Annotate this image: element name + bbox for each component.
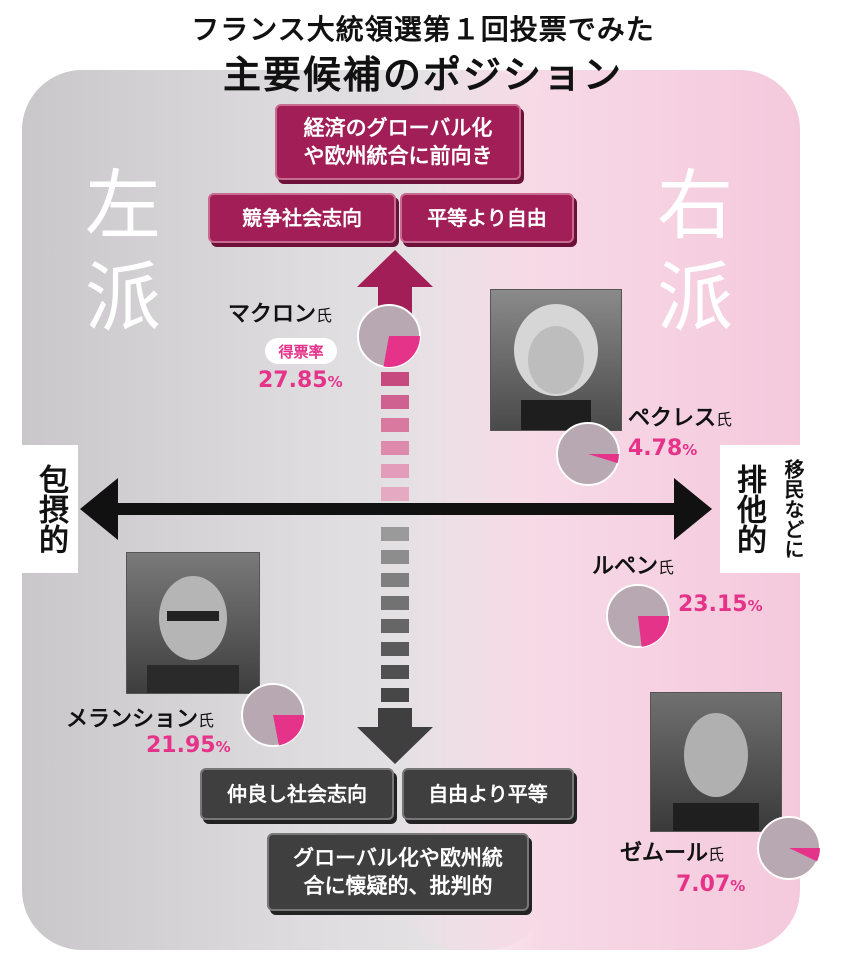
- bottom-right-box: 自由より平等: [402, 768, 574, 820]
- zemmour-share: 7.07%: [676, 872, 746, 897]
- bottom-main-box: グローバル化や欧州統合に懐疑的、批判的: [267, 833, 529, 911]
- pie-slice-vote-share: [638, 616, 669, 647]
- top-right-box: 平等より自由: [400, 193, 574, 243]
- pecresse-photo: [490, 289, 622, 431]
- pecresse-name: ペクレス氏: [628, 406, 733, 431]
- pie-slice-vote-share: [383, 336, 420, 367]
- right-wing-label: 右派: [657, 161, 733, 342]
- zemmour-pie: [757, 816, 821, 880]
- macron-name: マクロン氏: [228, 302, 333, 327]
- title-line-2: 主要候補のポジション: [222, 53, 623, 97]
- left-arrow-head: [80, 478, 118, 540]
- pecresse-pie: [556, 422, 620, 486]
- exclusive-note: 移民などに: [776, 445, 810, 573]
- melenchon-pie: [241, 683, 305, 747]
- pie-slice-vote-share: [273, 715, 304, 746]
- melenchon-photo: [126, 552, 260, 694]
- lepen-pie: [606, 584, 670, 648]
- lepen-name: ルペン氏: [592, 554, 675, 579]
- title-line-1: フランス大統領選第１回投票でみた: [191, 13, 655, 46]
- bottom-left-box: 仲良し社会志向: [200, 768, 394, 820]
- lepen-share: 23.15%: [678, 592, 763, 617]
- macron-share: 27.85%: [258, 368, 343, 393]
- melenchon-name: メランション氏: [66, 707, 215, 732]
- left-wing-label: 左派: [85, 161, 161, 342]
- top-main-box: 経済のグローバル化や欧州統合に前向き: [275, 104, 521, 180]
- macron-pie: [357, 304, 421, 368]
- inclusive-label: 包摂的: [22, 445, 78, 573]
- vote-share-badge: 得票率: [265, 338, 337, 364]
- melenchon-share: 21.95%: [146, 733, 231, 758]
- pie-slice-vote-share: [789, 848, 820, 862]
- pecresse-share: 4.78%: [628, 436, 698, 461]
- right-arrow-head: [674, 478, 712, 540]
- down-arrow-head: [357, 715, 433, 764]
- zemmour-photo: [650, 692, 782, 832]
- top-left-box: 競争社会志向: [208, 193, 396, 243]
- exclusive-label: 排他的: [720, 445, 776, 573]
- up-arrow-head: [357, 250, 433, 300]
- horizontal-axis-line: [110, 503, 688, 515]
- pie-slice-vote-share: [588, 454, 619, 464]
- zemmour-name: ゼムール氏: [620, 841, 725, 866]
